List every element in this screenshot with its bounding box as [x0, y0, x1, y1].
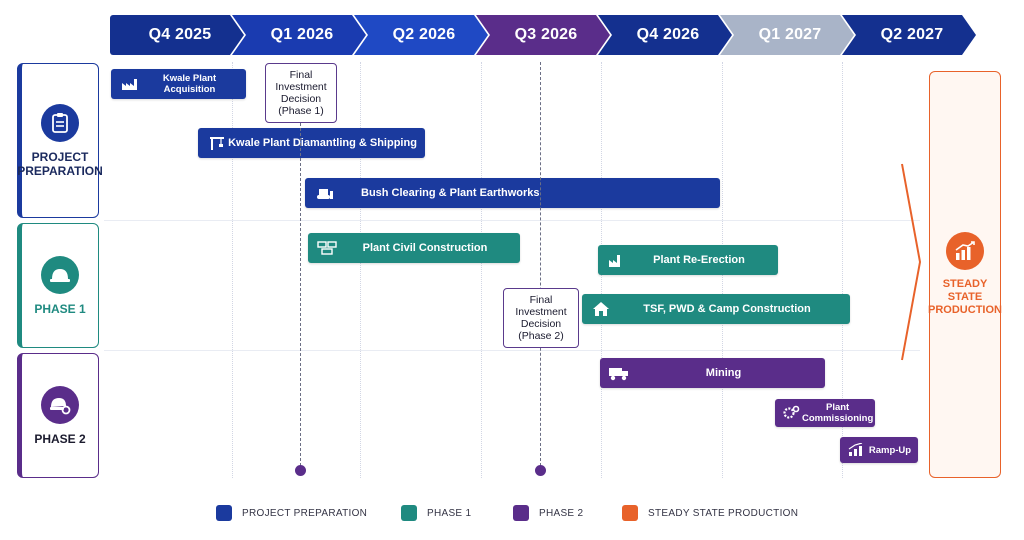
- task-bush-clearing: Bush Clearing & Plant Earthworks: [305, 178, 720, 208]
- steady-state-label: STEADY STATE PRODUCTION: [928, 278, 1002, 317]
- legend-label: PROJECT PREPARATION: [242, 507, 368, 519]
- task-label: TSF, PWD & Camp Construction: [643, 303, 811, 315]
- milestone-text: Decision: [520, 318, 562, 330]
- task-label: Kwale Plant Diamantling & Shipping: [228, 137, 417, 149]
- milestone-dot-phase1: [295, 465, 306, 476]
- task-mining: Mining: [600, 358, 825, 388]
- phase-label: PROJECT PREPARATION: [17, 149, 103, 178]
- task-plant-civil-construction: Plant Civil Construction: [308, 233, 520, 263]
- factory-icon: [119, 75, 141, 93]
- milestone-text: Final: [529, 294, 553, 306]
- quarter-q2-2026: Q2 2026: [354, 15, 488, 55]
- legend-label: STEADY STATE PRODUCTION: [648, 507, 799, 519]
- factory-icon: [606, 251, 628, 269]
- legend-swatch: [401, 505, 417, 521]
- bulldozer-icon: [313, 184, 335, 202]
- grid-line: [360, 62, 361, 478]
- quarter-header: Q4 2025 Q1 2026 Q2 2026 Q3 2026 Q4 2026 …: [110, 15, 976, 55]
- legend: PROJECT PREPARATION PHASE 1 PHASE 2 STEA…: [0, 505, 1024, 525]
- legend-item-phase1: PHASE 1: [401, 505, 471, 521]
- task-label: Bush Clearing & Plant Earthworks: [361, 187, 540, 199]
- quarter-q4-2026: Q4 2026: [598, 15, 732, 55]
- legend-label: PHASE 2: [539, 507, 584, 519]
- hard-hat-gear-icon: [41, 385, 79, 424]
- phase-2: PHASE 2: [17, 353, 99, 478]
- task-plant-commissioning: Plant Commissioning: [775, 399, 875, 427]
- milestone-text: Decision: [280, 93, 322, 105]
- legend-swatch: [216, 505, 232, 521]
- crane-icon: [206, 134, 228, 152]
- quarter-q1-2027: Q1 2027: [720, 15, 854, 55]
- truck-icon: [608, 364, 630, 382]
- grid-line: [842, 62, 843, 478]
- milestone-fid-phase1: Final Investment Decision (Phase 1): [265, 63, 337, 123]
- task-ramp-up: Ramp-Up: [840, 437, 918, 463]
- task-label: Kwale Plant Acquisition: [162, 73, 217, 95]
- milestone-dot-phase2: [535, 465, 546, 476]
- legend-item-project-preparation: PROJECT PREPARATION: [216, 505, 367, 521]
- steady-state-text: STATE: [947, 291, 983, 303]
- bracket-arrow: [901, 163, 922, 361]
- milestone-text: (Phase 2): [518, 330, 564, 342]
- legend-swatch: [622, 505, 638, 521]
- quarter-q1-2026: Q1 2026: [232, 15, 366, 55]
- house-icon: [590, 300, 612, 318]
- task-label: Ramp-Up: [868, 444, 912, 456]
- brick-icon: [316, 239, 338, 257]
- phase-project-preparation: PROJECT PREPARATION: [17, 63, 103, 218]
- milestone-text: Final: [289, 69, 313, 81]
- steady-state-text: PRODUCTION: [928, 304, 1002, 316]
- gears-icon: [780, 404, 802, 422]
- milestone-text: Investment: [275, 81, 327, 93]
- quarter-q3-2026: Q3 2026: [476, 15, 610, 55]
- milestone-line-phase1: [300, 123, 301, 466]
- legend-swatch: [513, 505, 529, 521]
- quarter-q2-2027: Q2 2027: [842, 15, 976, 55]
- task-kwale-plant-acquisition: Kwale Plant Acquisition: [111, 69, 246, 99]
- milestone-line-phase2: [540, 62, 541, 466]
- legend-label: PHASE 1: [427, 507, 472, 519]
- bar-chart-rising-icon: [946, 232, 984, 270]
- steady-state-production: STEADY STATE PRODUCTION: [928, 71, 1002, 478]
- legend-item-phase2: PHASE 2: [513, 505, 583, 521]
- steady-state-text: STEADY: [942, 278, 988, 290]
- task-label: Mining: [705, 367, 742, 379]
- milestone-fid-phase2: Final Investment Decision (Phase 2): [503, 288, 579, 348]
- grid-line: [232, 62, 233, 478]
- phase-label: PHASE 2: [34, 431, 86, 446]
- task-label: Plant Civil Construction: [362, 242, 488, 254]
- chart-up-icon: [845, 441, 867, 459]
- quarter-q4-2025: Q4 2025: [110, 15, 244, 55]
- grid-line: [481, 62, 482, 478]
- hard-hat-icon: [41, 255, 79, 294]
- row-separator: [104, 220, 920, 221]
- legend-item-steady-state: STEADY STATE PRODUCTION: [622, 505, 798, 521]
- task-tsf-pwd-camp: TSF, PWD & Camp Construction: [582, 294, 850, 324]
- milestone-text: (Phase 1): [278, 105, 324, 117]
- phase-label: PHASE 1: [34, 301, 86, 316]
- clipboard-icon: [41, 103, 79, 142]
- task-label: Plant Commissioning: [802, 402, 874, 424]
- task-label: Plant Re-Erection: [653, 254, 745, 266]
- row-separator: [104, 350, 920, 351]
- milestone-text: Investment: [515, 306, 567, 318]
- task-plant-re-erection: Plant Re-Erection: [598, 245, 778, 275]
- phase-1: PHASE 1: [17, 223, 99, 348]
- task-kwale-plant-dismantling: Kwale Plant Diamantling & Shipping: [198, 128, 425, 158]
